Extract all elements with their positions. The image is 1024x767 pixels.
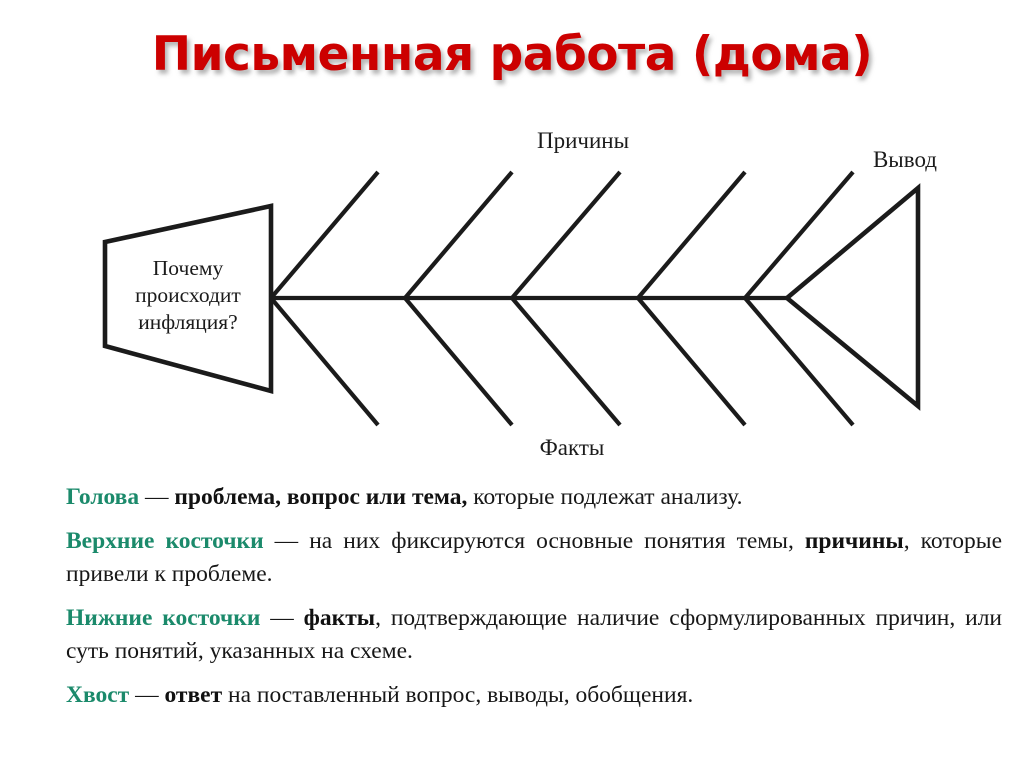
head-text-line-3: инфляция? (138, 310, 237, 334)
legend-item-head: Голова — проблема, вопрос или тема, кото… (66, 481, 1002, 514)
fishbone-head-shape (102, 203, 274, 395)
fishbone-diagram: Почему происходит инфляция? Причины Факт… (0, 110, 1024, 470)
legend-rest-lower-bones: , подтверждающие наличие сформулированны… (66, 605, 1003, 664)
head-text-line-1: Почему (153, 256, 224, 280)
legend-dash-3: — (129, 682, 165, 708)
upper-bone-1 (269, 170, 380, 300)
legend-term-lower-bones: Нижние косточки (66, 605, 261, 631)
lower-bone-1 (269, 296, 380, 427)
label-conclusion: Вывод (873, 147, 937, 172)
legend-term-tail: Хвост (66, 682, 130, 708)
legend-item-lower-bones: Нижние косточки — факты, подтверждающие … (66, 602, 1002, 668)
legend-emphasis-lower-bones: факты (303, 605, 376, 631)
lower-bone-3 (510, 296, 622, 427)
upper-bone-5 (743, 170, 855, 300)
legend-emphasis-head: проблема, вопрос или тема, (174, 484, 468, 510)
upper-bone-2 (403, 170, 514, 300)
page-title: Письменная работа (дома) (151, 27, 873, 82)
legend-rest-tail: на поставленный вопрос, выводы, обобщени… (222, 682, 694, 708)
legend-dash-2: — (260, 605, 304, 631)
legend-item-upper-bones: Верхние косточки — на них фиксируются ос… (66, 525, 1002, 591)
legend-item-tail: Хвост — ответ на поставленный вопрос, вы… (66, 679, 1002, 712)
legend-rest-head: которые подлежат анализу. (467, 484, 743, 510)
legend-emphasis-tail: ответ (164, 682, 223, 708)
lower-bone-2 (403, 296, 514, 427)
legend-rest2-upper-bones: , которые привели к проблеме. (66, 528, 1003, 587)
upper-bone-4 (636, 170, 747, 300)
legend-dash-1: — (263, 528, 310, 554)
legend-term-upper-bones: Верхние косточки (66, 528, 264, 554)
legend-block: Голова — проблема, вопрос или тема, кото… (66, 481, 1002, 712)
legend-emphasis-upper-bones: причины (804, 528, 904, 554)
lower-bone-4 (636, 296, 747, 427)
upper-bone-3 (510, 170, 622, 300)
lower-bone-5 (743, 296, 855, 427)
fishbone-svg: Почему происходит инфляция? Причины Факт… (102, 128, 937, 460)
legend-term-head: Голова (66, 484, 140, 510)
legend-dash-0: — (139, 484, 175, 510)
label-facts: Факты (540, 435, 605, 460)
fishbone-tail-shape (783, 183, 921, 411)
head-text-line-2: происходит (135, 283, 241, 307)
legend-rest-upper-bones: на них фиксируются основные понятия темы… (309, 528, 805, 554)
label-causes: Причины (537, 128, 629, 153)
